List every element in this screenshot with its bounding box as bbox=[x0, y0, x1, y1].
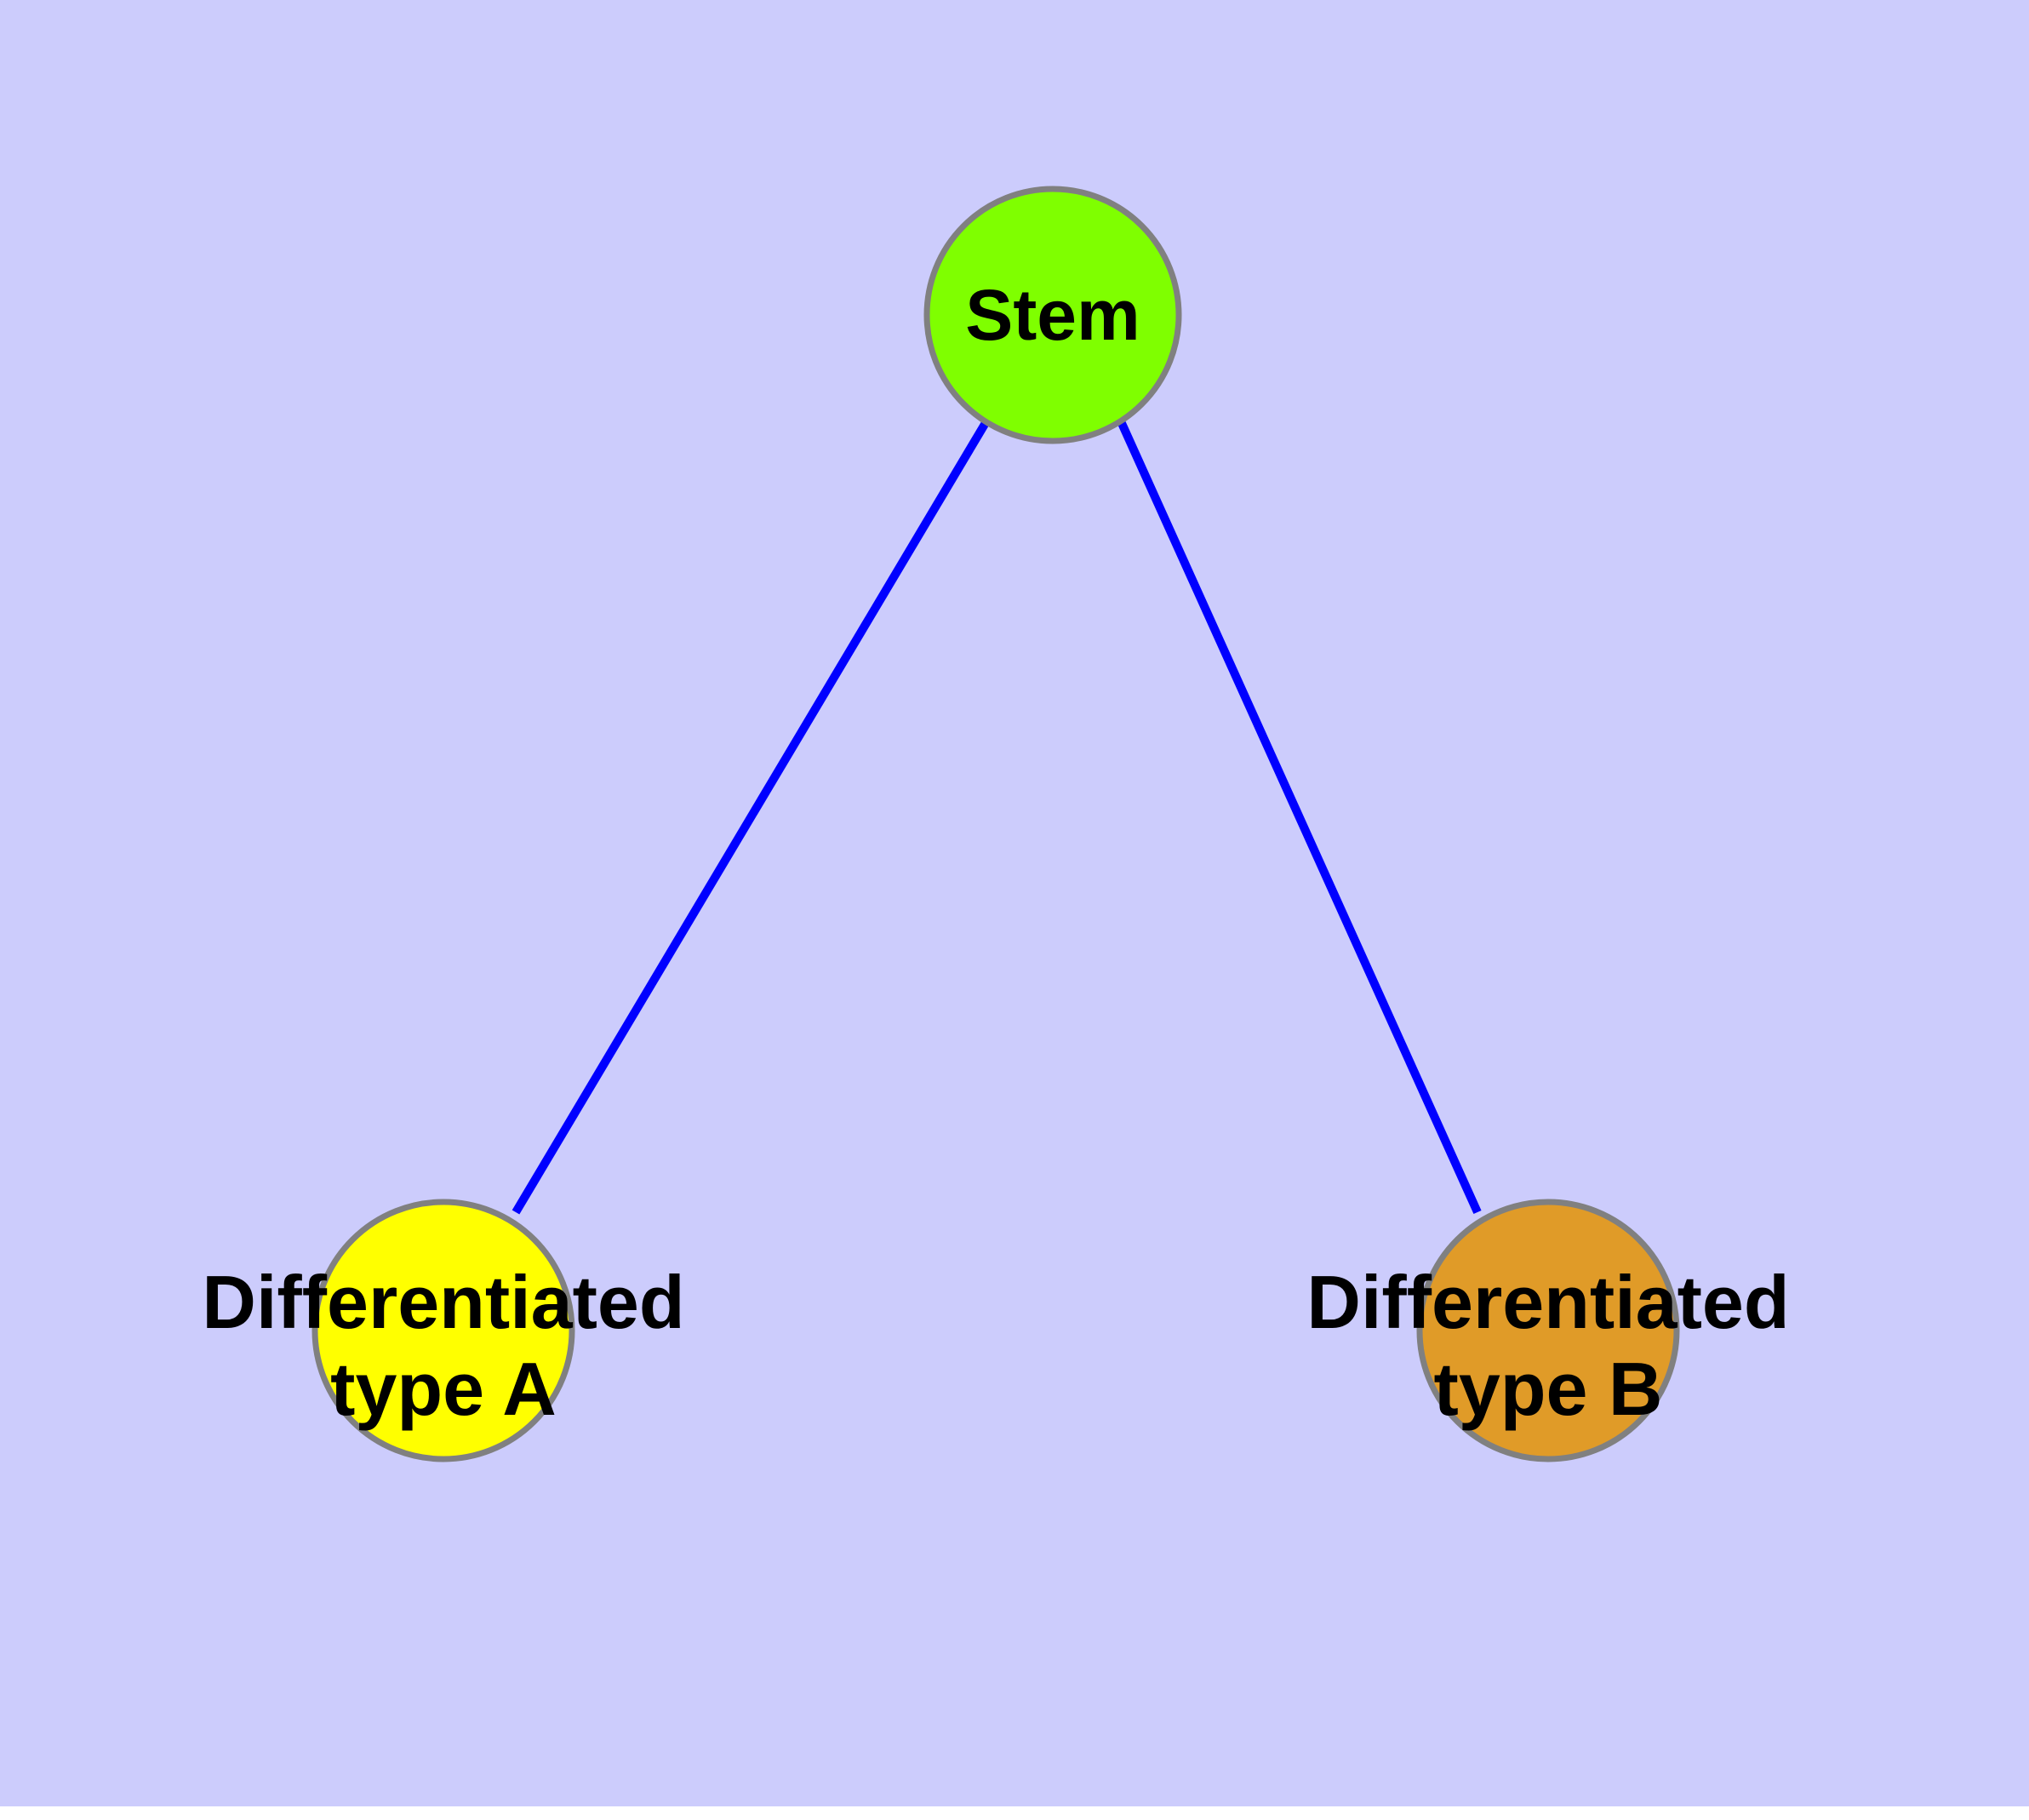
node-differentiated-type-b-label-line2: type B bbox=[1434, 1347, 1663, 1431]
node-differentiated-type-a-label-line2: type A bbox=[330, 1347, 557, 1431]
node-stem-label: Stem bbox=[965, 275, 1140, 355]
node-differentiated-type-a-circle[interactable] bbox=[311, 1199, 575, 1462]
edge-layer bbox=[512, 419, 1482, 1215]
edge-stem-to-differentiated-type-a[interactable] bbox=[512, 419, 991, 1215]
node-stem-circle[interactable] bbox=[923, 186, 1182, 444]
node-differentiated-type-a[interactable]: Differentiated type A bbox=[202, 1199, 685, 1462]
node-differentiated-type-b-circle[interactable] bbox=[1416, 1199, 1680, 1462]
node-layer: Stem Differentiated type A Differentiate… bbox=[202, 186, 1790, 1462]
edge-stem-to-differentiated-type-b[interactable] bbox=[1117, 419, 1482, 1215]
node-differentiated-type-b-label-line1: Differentiated bbox=[1306, 1260, 1789, 1344]
node-differentiated-type-b[interactable]: Differentiated type B bbox=[1306, 1199, 1790, 1462]
node-stem[interactable]: Stem bbox=[923, 186, 1182, 444]
node-differentiated-type-a-label-line1: Differentiated bbox=[202, 1260, 684, 1344]
